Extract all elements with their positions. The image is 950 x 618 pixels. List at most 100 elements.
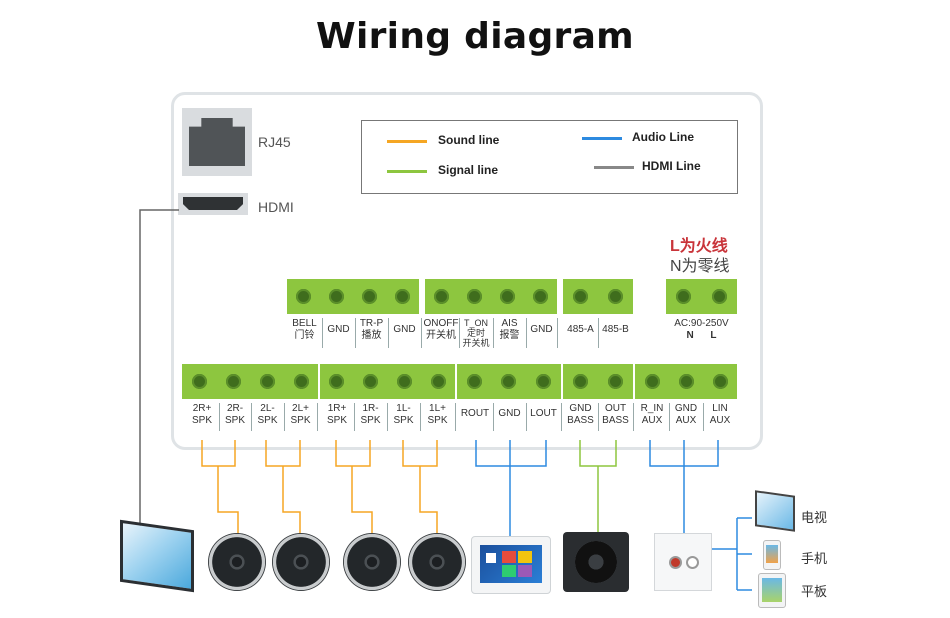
- label-text: GND: [569, 403, 592, 414]
- label-gnd3: GND: [526, 318, 558, 348]
- screw-icon: [225, 374, 241, 389]
- label-text: 2L-: [260, 403, 275, 414]
- aux-wall-plate-icon: [654, 533, 712, 591]
- screw-icon: [573, 289, 588, 304]
- screw-icon: [501, 374, 517, 389]
- label-text: 485-A: [567, 324, 594, 335]
- label-text: LOUT: [530, 408, 557, 419]
- tablet-icon: [758, 573, 786, 608]
- terminal-block-485: [563, 279, 633, 314]
- speaker-icon: [272, 533, 330, 591]
- screw-icon: [608, 289, 623, 304]
- control-panel-icon: [471, 536, 551, 594]
- label-gnd2: GND: [388, 318, 422, 348]
- terminal-block-control: [425, 279, 557, 314]
- label-text: 2L+: [292, 403, 309, 414]
- label-text: 1L+: [429, 403, 446, 414]
- phone-label: 手机: [801, 551, 828, 566]
- audio-wires: [475, 440, 752, 591]
- label-text: ROUT: [460, 408, 490, 419]
- screw-icon: [712, 374, 728, 389]
- label-text: AUX: [675, 415, 697, 426]
- screw-icon: [293, 374, 309, 389]
- label-gnd4: GND: [493, 403, 527, 431]
- tv-icon: [120, 519, 194, 593]
- label-text: ONOFF: [423, 318, 459, 329]
- label-text: GND: [530, 324, 553, 335]
- label-1r-minus: 1R-SPK: [354, 403, 388, 431]
- terminal-block-line-out: [457, 364, 561, 399]
- label-text: R_IN: [640, 403, 664, 414]
- screw-icon: [395, 289, 410, 304]
- screw-icon: [191, 374, 207, 389]
- label-text: SPK: [290, 415, 311, 426]
- label-rout: ROUT: [457, 403, 494, 431]
- label-485a: 485-A: [563, 318, 599, 348]
- screw-icon: [296, 289, 311, 304]
- label-text: SPK: [427, 415, 448, 426]
- phone-icon: [763, 540, 781, 570]
- label-text: SPK: [393, 415, 414, 426]
- label-text: 2R+: [192, 403, 212, 414]
- label-text: SPK: [191, 415, 212, 426]
- label-text: 报警: [499, 330, 520, 341]
- neutral-wire-note: N为零线: [670, 258, 730, 275]
- terminal-block-ac: [666, 279, 737, 314]
- screw-icon: [467, 289, 482, 304]
- hdmi-wire: [139, 209, 179, 535]
- label-text: 485-B: [602, 324, 629, 335]
- sound-line-label: Sound line: [438, 133, 500, 147]
- label-text: SPK: [257, 415, 278, 426]
- page-title: Wiring diagram: [315, 16, 634, 57]
- screw-icon: [608, 374, 623, 389]
- label-text: 1R-: [362, 403, 379, 414]
- subwoofer-icon: [563, 532, 629, 592]
- screw-icon: [329, 289, 344, 304]
- label-text: 门铃: [294, 330, 315, 341]
- screw-icon: [396, 374, 412, 389]
- label-2r-plus: 2R+SPK: [185, 403, 220, 431]
- signal-line-swatch: [387, 170, 427, 173]
- label-text: T_ON: [463, 318, 488, 328]
- screw-icon: [676, 289, 692, 304]
- label-text: 1R+: [327, 403, 347, 414]
- label-1r-plus: 1R+SPK: [320, 403, 355, 431]
- label-text: GND: [498, 408, 521, 419]
- terminal-block-bell: [287, 279, 419, 314]
- label-text: SPK: [224, 415, 245, 426]
- label-1l-plus: 1L+SPK: [420, 403, 456, 431]
- screw-icon: [434, 289, 449, 304]
- sound-wires: [201, 440, 438, 540]
- screw-icon: [329, 374, 345, 389]
- label-485b: 485-B: [598, 318, 633, 348]
- label-text: 开关机: [462, 338, 490, 348]
- label-2r-minus: 2R-SPK: [219, 403, 252, 431]
- screw-icon: [466, 374, 482, 389]
- label-text: 定时: [466, 328, 485, 338]
- screw-icon: [362, 289, 377, 304]
- legend-box: Sound line Signal line Audio Line HDMI L…: [361, 120, 738, 194]
- label-1l-minus: 1L-SPK: [387, 403, 421, 431]
- hdmi-line-label: HDMI Line: [642, 159, 701, 173]
- screw-icon: [678, 374, 694, 389]
- screw-icon: [711, 289, 727, 304]
- hdmi-line-swatch: [594, 166, 634, 169]
- label-text: N L: [686, 330, 717, 341]
- label-text: AIS: [501, 318, 518, 329]
- label-text: AUX: [641, 415, 663, 426]
- label-text: 2R-: [226, 403, 244, 414]
- label-text: LIN: [712, 403, 728, 414]
- label-text: AUX: [709, 415, 731, 426]
- hdmi-port-icon: [178, 193, 248, 215]
- signal-wires: [579, 440, 617, 535]
- screw-icon: [500, 289, 515, 304]
- label-text: OUT: [604, 403, 627, 414]
- audio-line-label: Audio Line: [632, 130, 694, 144]
